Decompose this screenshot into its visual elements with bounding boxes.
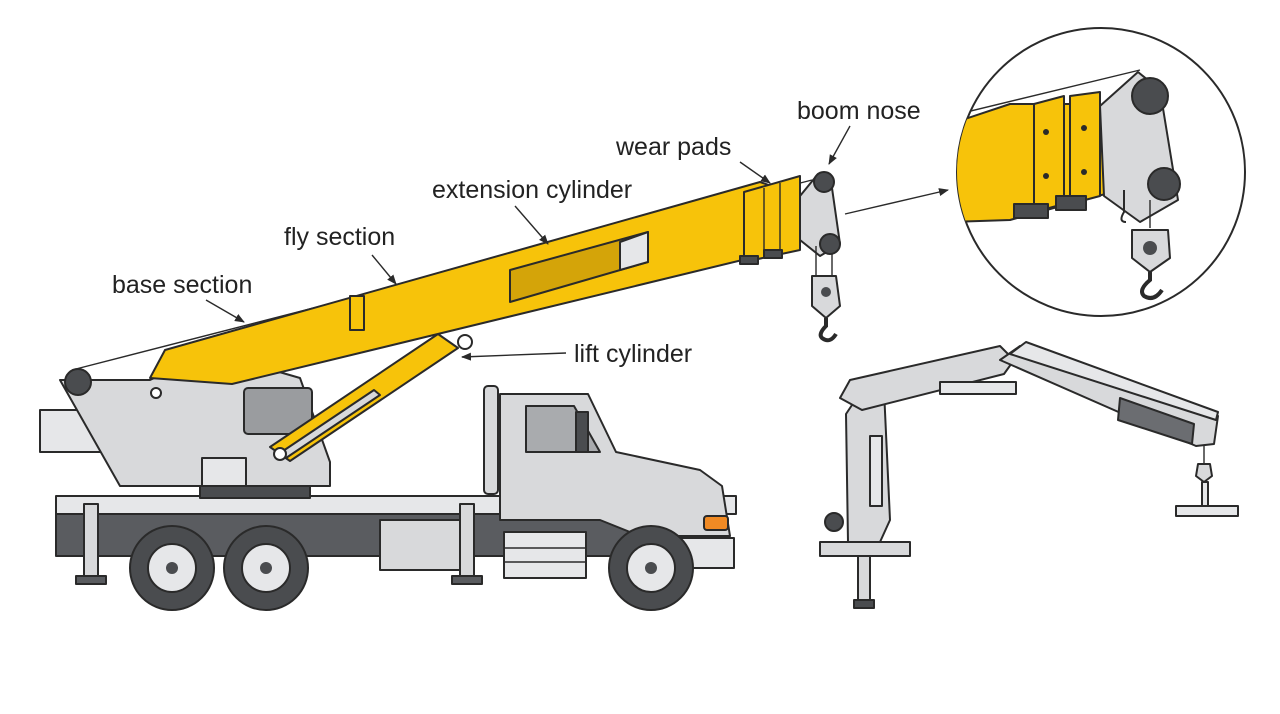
wheel-rear-2 [223, 525, 309, 611]
suspended-load [1175, 505, 1239, 517]
arrow-icon [739, 161, 771, 184]
fuel-tank [379, 519, 473, 571]
label-boom-nose: boom nose [797, 97, 921, 125]
side-mirror [575, 411, 589, 453]
slew-ring [199, 485, 311, 499]
sheave-icon [64, 368, 92, 396]
truck [39, 171, 841, 611]
exhaust-stack [483, 385, 499, 495]
knuckle-boom-crane [819, 341, 1239, 609]
arrow-icon [844, 188, 949, 215]
boom-nose-detail [956, 27, 1246, 317]
arrow-icon [461, 352, 567, 361]
lift-cylinder [269, 333, 473, 462]
crane-base [819, 541, 911, 557]
outrigger-left [83, 503, 99, 579]
sheave-icon [813, 171, 835, 193]
wheel-rear-1 [129, 525, 215, 611]
crane-hook-icon [1195, 463, 1213, 483]
arrow-icon [828, 125, 851, 165]
outrigger-right [459, 503, 475, 579]
label-base-section: base section [112, 271, 252, 299]
crane-hook-icon [811, 246, 841, 343]
label-fly-section: fly section [284, 223, 395, 251]
inner-boom [839, 345, 1015, 411]
headlight [703, 515, 729, 531]
label-lift-cylinder: lift cylinder [574, 340, 692, 368]
crane-column [845, 389, 891, 543]
label-wear-pads: wear pads [615, 133, 731, 161]
leader-arrows [205, 125, 949, 361]
wheel-front [608, 525, 694, 611]
wear-pad-collar [743, 175, 801, 263]
step-box [503, 531, 587, 579]
operator-cab-window [243, 387, 313, 435]
telescopic-boom [149, 171, 841, 385]
label-extension-cylinder: extension cylinder [432, 176, 632, 204]
arrow-icon [514, 205, 549, 245]
arrow-icon [371, 254, 397, 285]
arrow-icon [205, 299, 245, 323]
